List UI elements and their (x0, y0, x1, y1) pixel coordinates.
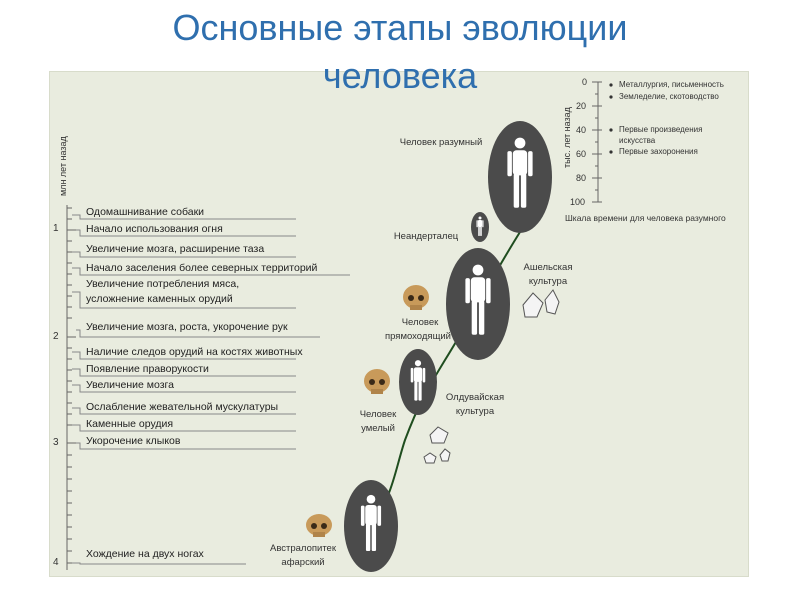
event-brain-increase: Увеличение мозга (86, 379, 174, 391)
page-title-line-1: Основные этапы эволюции (172, 7, 628, 48)
erectus-skull-icon (403, 285, 429, 310)
stage-label-neanderthal: Неандерталец (393, 231, 459, 242)
erectus-figure-icon (465, 264, 491, 335)
right-axis-tick-100: 100 (570, 197, 586, 207)
stage-label-erectus-line1: Человек (401, 317, 439, 328)
neanderthal-figure-icon (476, 216, 484, 236)
event-connectors (72, 214, 350, 565)
diagram-panel (49, 71, 749, 577)
event-jaw-muscles: Ослабление жевательной мускулатуры (86, 401, 279, 413)
right-axis-ticks (592, 81, 602, 203)
left-axis-tick-3: 3 (53, 437, 59, 448)
left-axis-tick-1: 1 (53, 223, 59, 234)
event-dog-domestication: Одомашнивание собаки (86, 206, 205, 218)
event-tool-marks: Наличие следов орудий на костях животных (86, 346, 303, 358)
right-note-bullets (609, 83, 613, 154)
human-figure-icons (360, 137, 533, 552)
left-axis-ticks (67, 207, 76, 564)
habilis-oval (399, 349, 437, 415)
right-axis-label: тыс. лет назад (562, 107, 572, 168)
erectus-oval (446, 248, 510, 360)
note-agriculture: Земледелие, скотоводство (619, 92, 719, 101)
oldowan-tool-icon (439, 448, 451, 462)
note-first-art: Первые произведения (619, 125, 703, 134)
event-meat-consumption: Увеличение потребления мяса, (86, 278, 240, 290)
australopith-oval (344, 480, 398, 572)
event-bipedalism: Хождение на двух ногах (86, 548, 204, 560)
sapiens-figure-icon (507, 137, 533, 208)
event-right-handedness: Появление праворукости (86, 363, 209, 375)
right-axis-tick-20: 20 (576, 101, 587, 111)
stage-label-australopith-line2: афарский (281, 557, 325, 568)
acheulean-handaxe-icon (522, 292, 544, 318)
sapiens-oval (488, 121, 552, 233)
oldowan-chopper-icon (429, 426, 449, 444)
australopith-figure-icon (360, 494, 382, 552)
note-first-art-cont: искусства (619, 136, 656, 145)
event-brain-pelvis: Увеличение мозга, расширение таза (86, 243, 265, 255)
event-meat-consumption-cont: усложнение каменных орудий (86, 293, 233, 305)
skull-icons (306, 285, 429, 537)
event-stone-tools: Каменные орудия (86, 418, 174, 430)
right-axis-tick-0: 0 (582, 77, 588, 87)
stage-label-habilis-line2: умелый (361, 423, 395, 434)
page-title-line-2: человека (322, 55, 478, 96)
oldowan-flake-icon (423, 452, 437, 464)
habilis-figure-icon (410, 360, 426, 401)
australopith-skull-icon (306, 514, 332, 537)
habilis-skull-icon (364, 369, 390, 394)
right-axis-tick-80: 80 (576, 173, 587, 183)
culture-label-acheulean-line2: культура (528, 276, 568, 287)
right-axis-caption: Шкала времени для человека разумного (565, 213, 726, 223)
event-brain-height-arms: Увеличение мозга, роста, укорочение рук (86, 321, 288, 333)
right-axis-tick-40: 40 (576, 125, 587, 135)
left-axis-tick-4: 4 (53, 557, 59, 568)
tool-icons (423, 289, 560, 464)
stage-label-sapiens: Человек разумный (399, 137, 483, 148)
acheulean-tool-icon (544, 289, 560, 315)
left-axis-tick-2: 2 (53, 331, 59, 342)
culture-label-oldowan-line2: культура (455, 406, 495, 417)
stage-label-australopith-line1: Австралопитек (269, 543, 336, 554)
culture-label-oldowan-line1: Олдувайская (445, 392, 505, 403)
note-metallurgy: Металлургия, письменность (619, 80, 724, 89)
stage-label-erectus-line2: прямоходящий (384, 331, 451, 342)
event-fire-use: Начало использования огня (86, 223, 223, 235)
stage-label-habilis-line1: Человек (359, 409, 397, 420)
right-axis-tick-60: 60 (576, 149, 587, 159)
culture-label-acheulean-line1: Ашельская (523, 262, 573, 273)
event-northern-settlement: Начало заселения более северных территор… (86, 262, 318, 274)
event-canine-shortening: Укорочение клыков (86, 435, 181, 447)
note-first-burials: Первые захоронения (619, 147, 698, 156)
